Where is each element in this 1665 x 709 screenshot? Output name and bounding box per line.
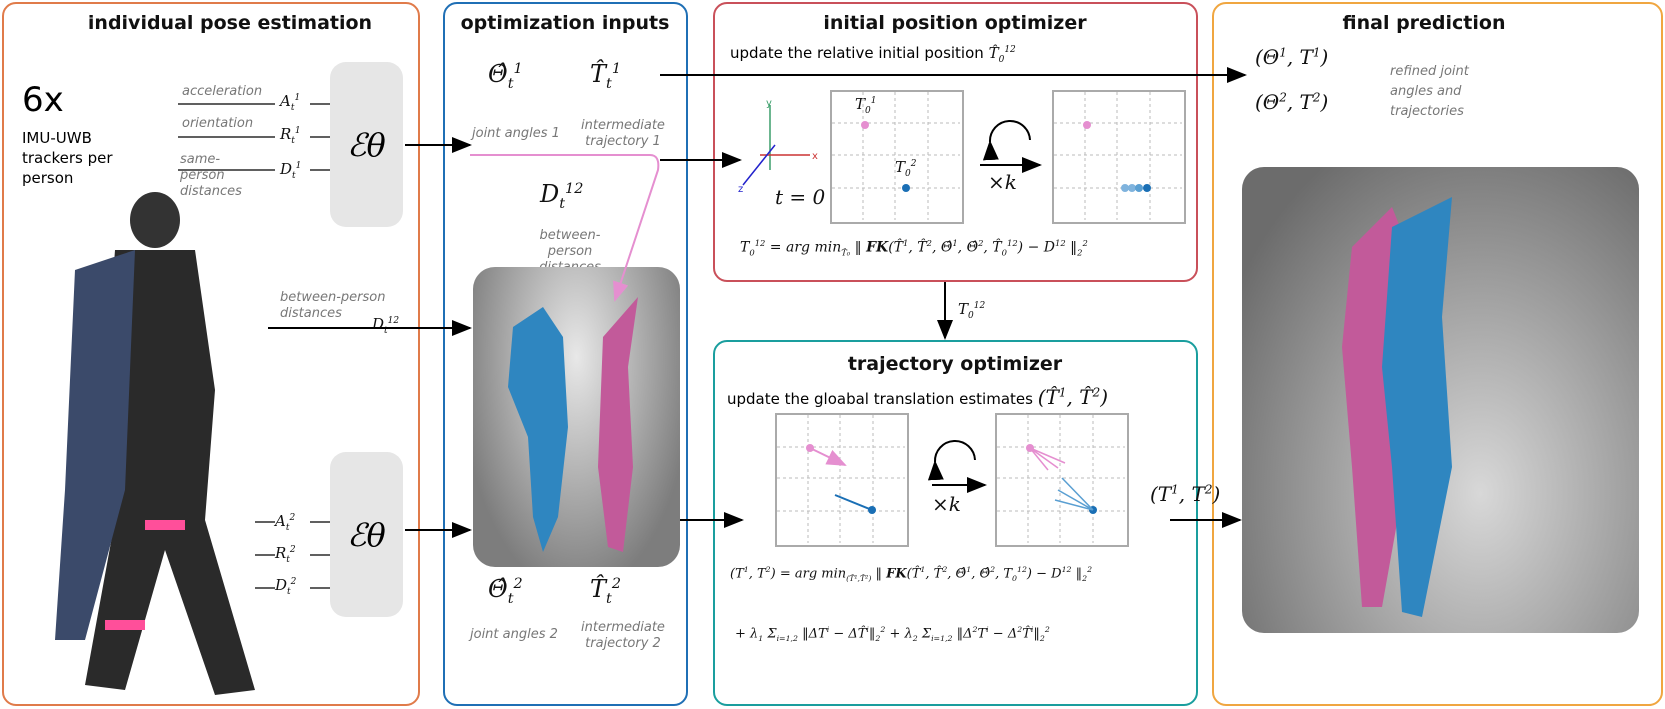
label-times-k: ×k bbox=[988, 170, 1017, 194]
final-render bbox=[1242, 167, 1639, 633]
tracker-desc: IMU-UWB trackers per person bbox=[22, 129, 113, 187]
title-final: final prediction bbox=[1342, 12, 1506, 34]
label-trajectory-1: intermediate trajectory 1 bbox=[581, 118, 665, 149]
label-between-person-distances: between-person distances bbox=[280, 290, 386, 321]
label-joint-angles-1: joint angles 1 bbox=[472, 126, 560, 141]
symbol-T1: T̂t1 bbox=[590, 60, 621, 92]
symbol-theta2: Θ̂t2 bbox=[488, 575, 523, 607]
label-times-k-2: ×k bbox=[932, 492, 961, 516]
person-photo bbox=[15, 190, 255, 700]
label-acceleration: acceleration bbox=[182, 84, 263, 99]
symbol-R2: Rt2 bbox=[275, 544, 296, 565]
title-trajectory: trajectory optimizer bbox=[847, 353, 1063, 375]
encoder-1: ℰθ bbox=[330, 62, 403, 227]
symbol-T2: T̂t2 bbox=[590, 575, 621, 607]
final-bodies-render-icon bbox=[1342, 197, 1452, 617]
panel-initial-position-optimizer bbox=[713, 2, 1198, 282]
svg-text:x: x bbox=[812, 151, 818, 162]
symbol-D1: Dt1 bbox=[280, 160, 302, 181]
symbol-D2: Dt2 bbox=[275, 576, 297, 597]
title-pose: individual pose estimation bbox=[87, 12, 373, 34]
label-same-person-distances: same-person distances bbox=[180, 152, 242, 199]
output-person-2: (Θ2, T2) bbox=[1255, 90, 1329, 114]
symbol-D12-input: Dt12 bbox=[540, 180, 584, 212]
initial-grid-after bbox=[1052, 90, 1186, 224]
position-dots bbox=[806, 121, 1151, 514]
svg-text:y: y bbox=[766, 98, 772, 109]
grid-lines bbox=[777, 92, 1182, 543]
two-bodies-render-icon bbox=[508, 297, 638, 552]
label-trajectory-2: intermediate trajectory 2 bbox=[581, 620, 665, 651]
trajectory-grid-before bbox=[775, 413, 909, 547]
input-render bbox=[473, 267, 680, 567]
title-inputs: optimization inputs bbox=[460, 12, 670, 34]
output-trajectories: (T1, T2) bbox=[1150, 482, 1221, 506]
initial-grid-before bbox=[830, 90, 964, 224]
symbol-T02: T02 bbox=[895, 158, 917, 179]
svg-text:z: z bbox=[738, 184, 743, 195]
initial-subtitle: update the relative initial position T̂0… bbox=[730, 44, 1016, 65]
initial-equation: T012 = arg minT̂₀ ‖ FK(T̂1, T̂2, Θ̂1, Θ̂… bbox=[740, 238, 1088, 258]
between-person-arrow bbox=[470, 154, 660, 302]
symbol-A1: At1 bbox=[280, 92, 301, 113]
photo-silhouette-icon bbox=[55, 192, 255, 695]
symbol-T012-link: T012 bbox=[958, 300, 986, 321]
tracker-count: 6x bbox=[22, 80, 64, 120]
encoder-2: ℰθ bbox=[330, 452, 403, 617]
symbol-T01: T01 bbox=[855, 95, 877, 116]
label-joint-angles-2: joint angles 2 bbox=[470, 627, 558, 642]
final-caption: refined joint angles and trajectories bbox=[1390, 64, 1469, 119]
title-initial: initial position optimizer bbox=[823, 12, 1087, 34]
trajectory-equation-1: (T1, T2) = arg min(T̂¹,T̂²) ‖ FK(T̂1, T̂… bbox=[730, 565, 1093, 583]
symbol-theta1: Θ̂t1 bbox=[488, 60, 523, 92]
output-person-1: (Θ1, T1) bbox=[1255, 45, 1329, 69]
panel-trajectory-optimizer bbox=[713, 340, 1198, 706]
symbol-A2: At2 bbox=[275, 512, 296, 533]
panel-optimization-inputs bbox=[443, 2, 688, 706]
panel-final-prediction bbox=[1212, 2, 1663, 706]
trajectory-equation-2: + λ1 Σi=1,2 ‖ΔTi − ΔT̂i‖22 + λ2 Σi=1,2 ‖… bbox=[735, 625, 1050, 643]
trajectory-subtitle: update the gloabal translation estimates… bbox=[727, 385, 1109, 409]
label-t0: t = 0 bbox=[775, 185, 826, 209]
symbol-R1: Rt1 bbox=[280, 125, 301, 146]
flow-arrows bbox=[268, 67, 1247, 538]
label-orientation: orientation bbox=[182, 116, 254, 131]
trajectory-grid-after bbox=[995, 413, 1129, 547]
axes-icon: y x z bbox=[738, 98, 818, 195]
input-lines-1 bbox=[178, 103, 330, 589]
panel-individual-pose-estimation bbox=[2, 2, 420, 706]
